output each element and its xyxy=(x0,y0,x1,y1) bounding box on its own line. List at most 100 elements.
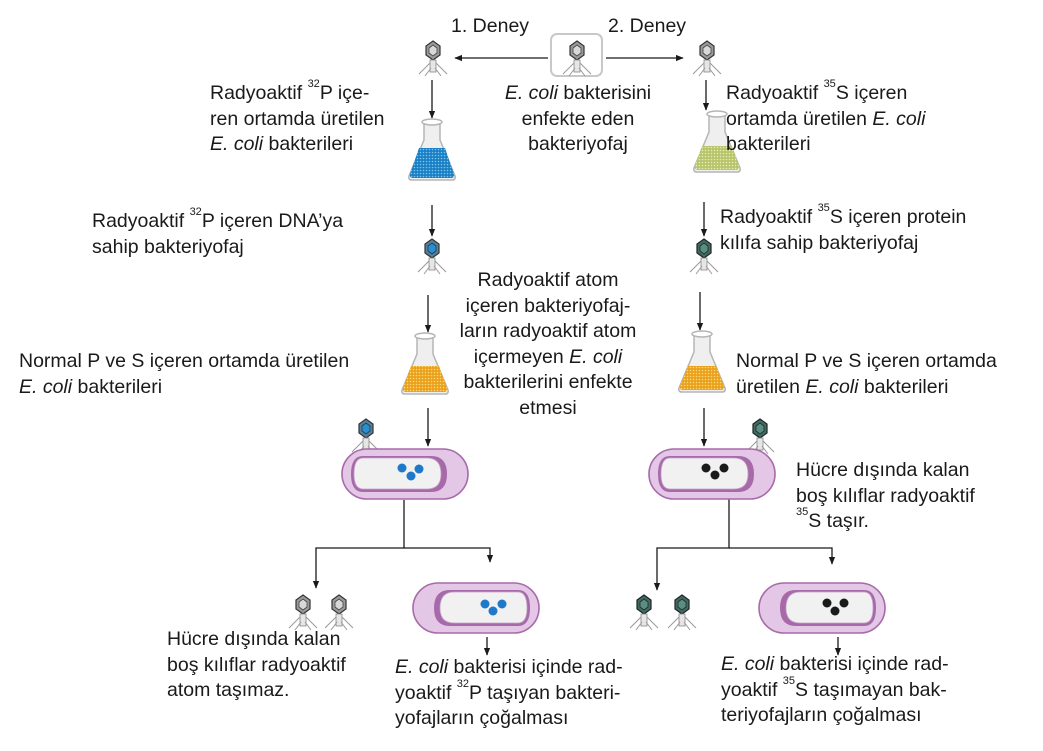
phage-icon-exp2 xyxy=(692,40,722,77)
left-step3-text: Normal P ve S içeren ortamda üretilen E.… xyxy=(19,349,349,400)
flask-p32 xyxy=(408,118,456,181)
right-step1-isotope_el: S xyxy=(835,82,849,104)
left-step2-pre: Radyoaktif xyxy=(92,210,190,232)
dna-dot xyxy=(397,463,407,473)
right-step3-l2_pre: üretilen xyxy=(736,375,806,398)
split-right xyxy=(653,498,730,591)
dna-dot xyxy=(830,606,840,616)
left-result_outside-l2: boş kılıflar radyoaktif xyxy=(167,653,346,676)
left-result_inside-l1_it: E. coli xyxy=(395,656,449,678)
left-result_outside-l3: atom taşımaz. xyxy=(167,679,290,701)
phage-icon-empty-left-2 xyxy=(324,594,354,631)
center-infection_caption-5: bakterilerini enfekte xyxy=(463,371,633,393)
right-note_outside-l3_post: S taşır. xyxy=(808,510,869,532)
right-note_outside-l2: boş kılıflar radyoaktif xyxy=(796,484,975,507)
ecoli-cell-left-infected xyxy=(341,448,469,500)
right-step1-pre: Radyoaktif xyxy=(726,82,824,104)
center-phage_caption-3: bakteriyofaj xyxy=(528,133,628,155)
left-step1-l1_post: içe- xyxy=(332,82,370,104)
ecoli-cell-right-result xyxy=(758,582,886,634)
right-result-inside: E. coli bakterisi içinde rad- yoaktif 35… xyxy=(721,652,949,729)
left-step3-l2_it: E. coli xyxy=(19,375,73,398)
right-result_inside-l3: teriyofajların çoğalması xyxy=(721,704,922,726)
right-step3-l2_post: bakterileri xyxy=(858,375,949,398)
right-note-outside: Hücre dışında kalan boş kılıflar radyoak… xyxy=(796,458,975,535)
split-left xyxy=(312,500,405,589)
ecoli-cell-right-infected xyxy=(648,448,776,500)
right-step1-l1_post: içeren xyxy=(848,82,908,104)
right-result_inside-l2_pre: yoaktif xyxy=(721,678,783,701)
ecoli-cell-left-result xyxy=(412,582,540,634)
dna-dot xyxy=(839,598,849,608)
right-result_inside-isotope_sup: 35 xyxy=(782,674,796,687)
left-step2-isotope_sup: 32 xyxy=(189,206,202,218)
left-result-inside: E. coli bakterisi içinde rad- yoaktif 32… xyxy=(395,655,623,732)
center-phage-frame xyxy=(550,33,603,77)
right-result_inside-l1_post: bakterisi içinde rad- xyxy=(774,653,949,675)
center-infection_caption-3: içermeyen xyxy=(473,345,570,368)
exp2-label: 2. Deney xyxy=(608,15,687,37)
dna-dot xyxy=(406,471,416,481)
right-step2-l2: kılıfa sahip bakteriyofaj xyxy=(720,231,919,254)
left-step3-l2_post: bakterileri xyxy=(72,375,163,398)
right-step1-l2_it: E. coli xyxy=(872,107,926,130)
left-result_inside-l1_post: bakterisi içinde rad- xyxy=(448,656,623,678)
left-result_inside-isotope_el: P xyxy=(469,681,482,704)
phage-icon-exp1 xyxy=(418,40,448,77)
dna-dot xyxy=(822,598,832,608)
left-step1-isotope_el: P xyxy=(319,82,333,104)
left-step2-l2: sahip bakteriyofaj xyxy=(92,235,244,258)
flask-normal-right xyxy=(678,330,726,393)
phage-icon-empty-right-2 xyxy=(667,594,697,631)
left-step1-pre: Radyoaktif xyxy=(210,82,308,104)
left-step1-isotope_sup: 32 xyxy=(307,78,320,90)
dna-dot xyxy=(710,470,720,480)
flask-s35 xyxy=(693,110,741,173)
left-result_inside-isotope_sup: 32 xyxy=(456,677,470,690)
exp1-label: 1. Deney xyxy=(451,15,530,37)
center-infection_caption-1: içeren bakteriyofaj- xyxy=(465,294,631,317)
center-infection_caption-0: Radyoaktif atom xyxy=(477,269,619,291)
right-step3-l2_it: E. coli xyxy=(805,375,859,398)
infection-caption: Radyoaktif atom içeren bakteriyofaj- lar… xyxy=(458,268,638,421)
dna-dot xyxy=(480,599,490,609)
left-result_inside-l2_post: taşıyan bakteri- xyxy=(481,681,621,704)
left-step1-text: Radyoaktif 32P içe- ren ortamda üretilen… xyxy=(210,78,385,158)
right-step2-pre: Radyoaktif xyxy=(720,206,818,228)
right-step2-isotope_sup: 35 xyxy=(817,202,830,214)
left-step2-l1_post: içeren DNA’ya xyxy=(214,210,344,232)
split-left-b xyxy=(404,547,494,563)
right-step1-l2_pre: ortamda üretilen xyxy=(726,107,873,130)
right-step1-isotope_sup: 35 xyxy=(823,78,836,90)
left-result_outside-l1: Hücre dışında kalan xyxy=(167,628,341,650)
right-step1-l3: bakterileri xyxy=(726,133,811,155)
left-result-outside: Hücre dışında kalan boş kılıflar radyoak… xyxy=(167,627,346,704)
left-step2-text: Radyoaktif 32P içeren DNA’ya sahip bakte… xyxy=(92,206,344,260)
dna-dot xyxy=(488,606,498,616)
right-result_inside-l2_post: taşımayan bak- xyxy=(808,678,947,701)
left-step1-l2: ren ortamda üretilen xyxy=(210,107,385,130)
center-phage_caption-0: E. coli xyxy=(504,82,558,104)
center-infection_caption-6: etmesi xyxy=(519,396,577,419)
dna-dot xyxy=(719,463,729,473)
left-result_inside-l2_pre: yoaktif xyxy=(395,681,457,704)
left-step1-l3_it: E. coli xyxy=(210,133,264,155)
phage-icon-p32 xyxy=(417,238,447,275)
right-result_inside-isotope_el: S xyxy=(795,678,809,701)
right-step2-l1_post: içeren protein xyxy=(842,206,967,228)
dna-dot xyxy=(414,464,424,474)
dna-dot xyxy=(701,463,711,473)
right-step2-text: Radyoaktif 35S içeren protein kılıfa sah… xyxy=(720,202,967,256)
center-infection_caption-2: ların radyoaktif atom xyxy=(459,320,637,342)
right-note_outside-isotope_sup: 35 xyxy=(796,506,809,518)
left-step3-l1: Normal P ve S içeren ortamda üretilen xyxy=(19,350,350,372)
right-step3-text: Normal P ve S içeren ortamda üretilen E.… xyxy=(736,349,997,400)
center-phage-caption: E. coli bakterisini enfekte eden bakteri… xyxy=(478,81,678,158)
flask-normal-left xyxy=(401,332,449,395)
right-note_outside-l1: Hücre dışında kalan xyxy=(796,459,970,481)
right-step2-isotope_el: S xyxy=(829,206,843,228)
split-right-b xyxy=(729,547,836,565)
center-phage_caption-1: bakterisini xyxy=(557,82,652,104)
center-phage_caption-2: enfekte eden xyxy=(521,107,635,130)
